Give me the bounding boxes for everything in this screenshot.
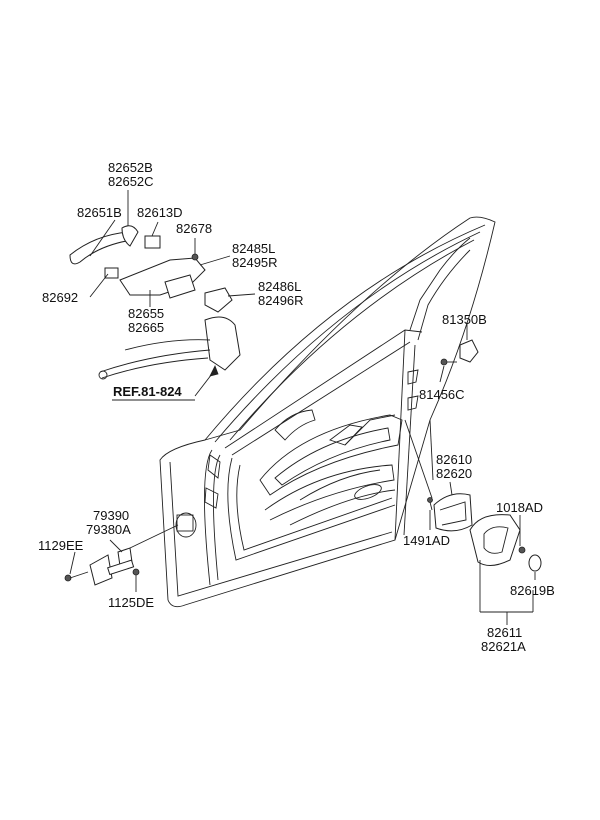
door-panel — [159, 216, 496, 608]
part-labels: 82652B 82652C 82651B 82613D 82678 82485L… — [38, 160, 555, 654]
label-82621a: 82621A — [481, 639, 526, 654]
label-82496r: 82496R — [258, 293, 304, 308]
label-82692: 82692 — [42, 290, 78, 305]
label-81350b: 81350B — [442, 312, 487, 327]
label-ref-81-824: REF.81-824 — [113, 384, 182, 399]
inside-handle-parts — [404, 419, 542, 625]
label-81456c: 81456C — [419, 387, 465, 402]
label-82610: 82610 — [436, 452, 472, 467]
label-79380a: 79380A — [86, 522, 131, 537]
label-82678: 82678 — [176, 221, 212, 236]
label-82613d: 82613D — [137, 205, 183, 220]
label-1491ad: 1491AD — [403, 533, 450, 548]
striker-parts — [439, 322, 479, 383]
label-82495r: 82495R — [232, 255, 278, 270]
label-82611: 82611 — [487, 625, 522, 640]
door-checker-parts — [64, 524, 179, 592]
label-79390: 79390 — [93, 508, 129, 523]
outside-handle-assembly — [69, 225, 241, 380]
label-1125de: 1125DE — [108, 595, 154, 610]
label-82652b: 82652B — [108, 160, 153, 175]
label-82652c: 82652C — [108, 174, 154, 189]
label-82651b: 82651B — [77, 205, 122, 220]
label-82486l: 82486L — [258, 279, 301, 294]
label-82665: 82665 — [128, 320, 164, 335]
leader-lines-upper — [89, 190, 256, 401]
label-82485l: 82485L — [232, 241, 275, 256]
label-82620: 82620 — [436, 466, 472, 481]
label-82655: 82655 — [128, 306, 164, 321]
label-82619b: 82619B — [510, 583, 555, 598]
label-1018ad: 1018AD — [496, 500, 543, 515]
label-1129ee: 1129EE — [38, 538, 84, 553]
